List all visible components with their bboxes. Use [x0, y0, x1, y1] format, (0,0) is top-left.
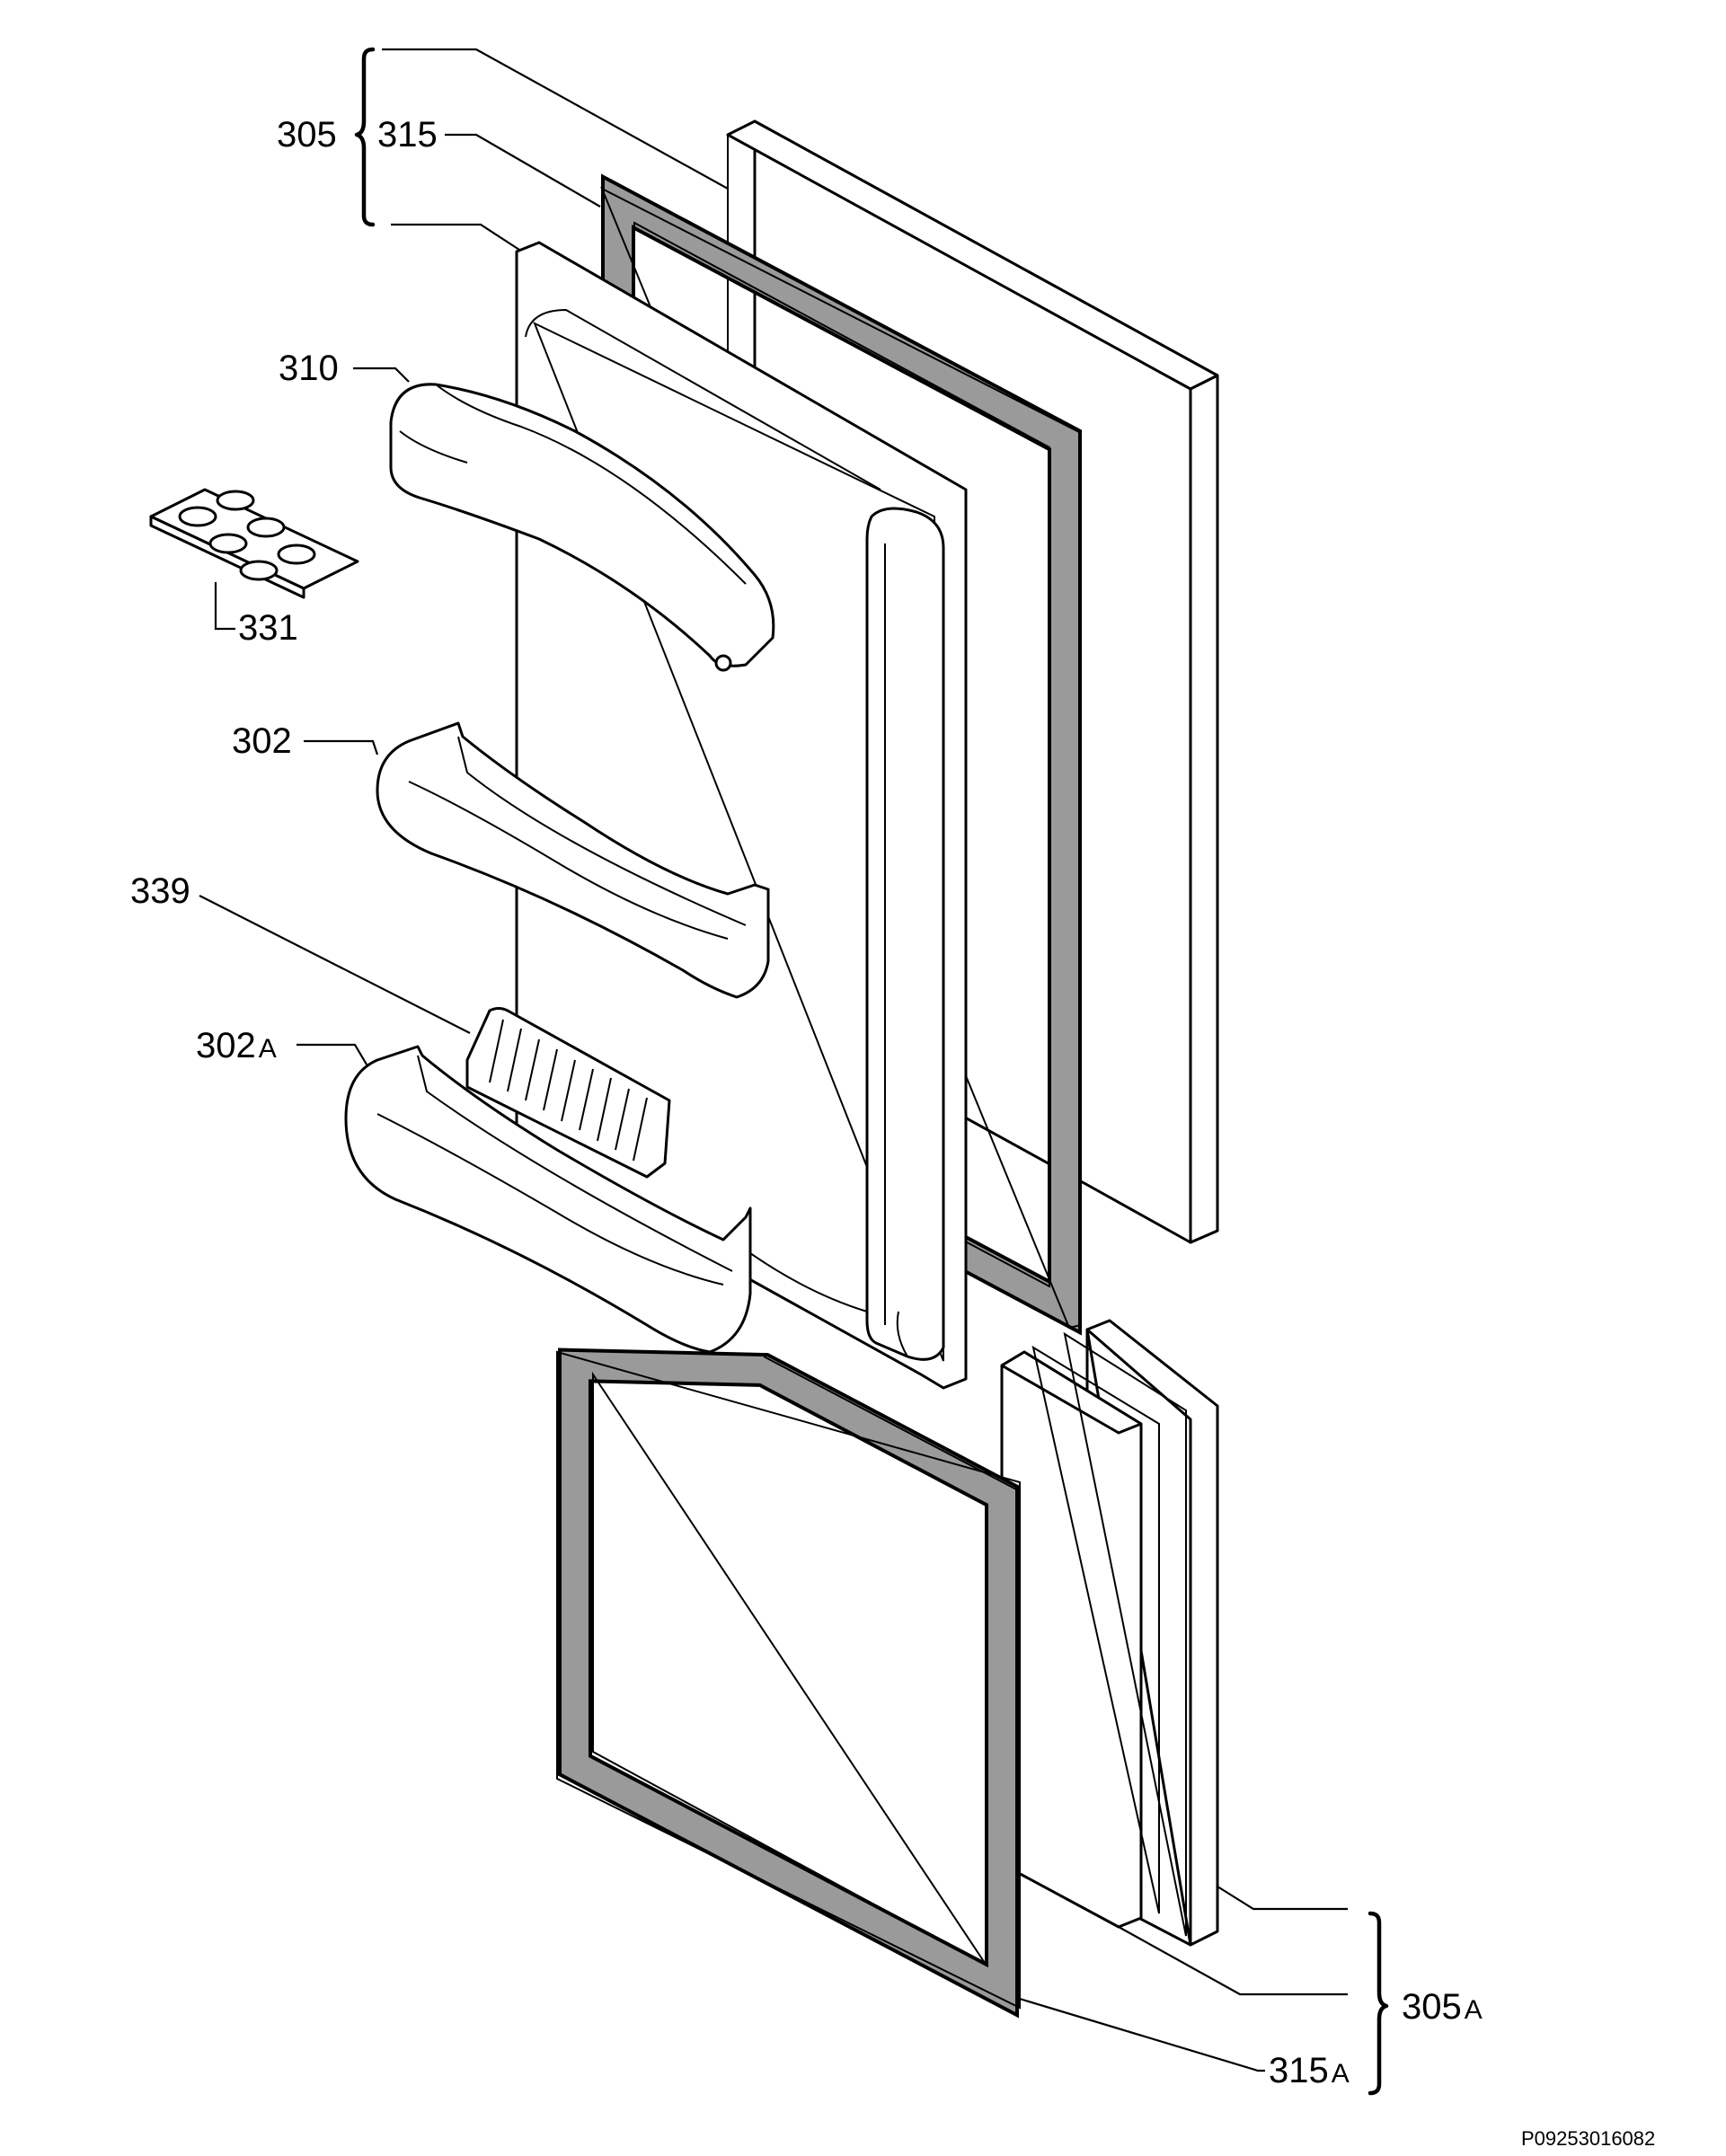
- lower-door-gasket: [556, 1348, 1021, 2019]
- door-shelf-lower: [344, 1045, 752, 1354]
- label-302: 302: [232, 721, 292, 761]
- bottle-guard-clip: [465, 1007, 671, 1179]
- dairy-compartment-lid: [389, 383, 775, 672]
- label-310: 310: [279, 349, 339, 388]
- egg-tray: [149, 488, 359, 599]
- label-315: 315: [377, 115, 438, 155]
- label-331: 331: [238, 608, 298, 648]
- label-305: 305: [277, 115, 337, 155]
- drawing-code: P09253016082: [1521, 2127, 1655, 2150]
- leader-lines: [199, 48, 1348, 2072]
- lower-door-panel: [1000, 1319, 1219, 1947]
- brace-305: [354, 47, 376, 227]
- brace-305a: [1368, 1911, 1389, 2096]
- label-339: 339: [130, 871, 190, 911]
- door-shelf-upper: [376, 721, 770, 999]
